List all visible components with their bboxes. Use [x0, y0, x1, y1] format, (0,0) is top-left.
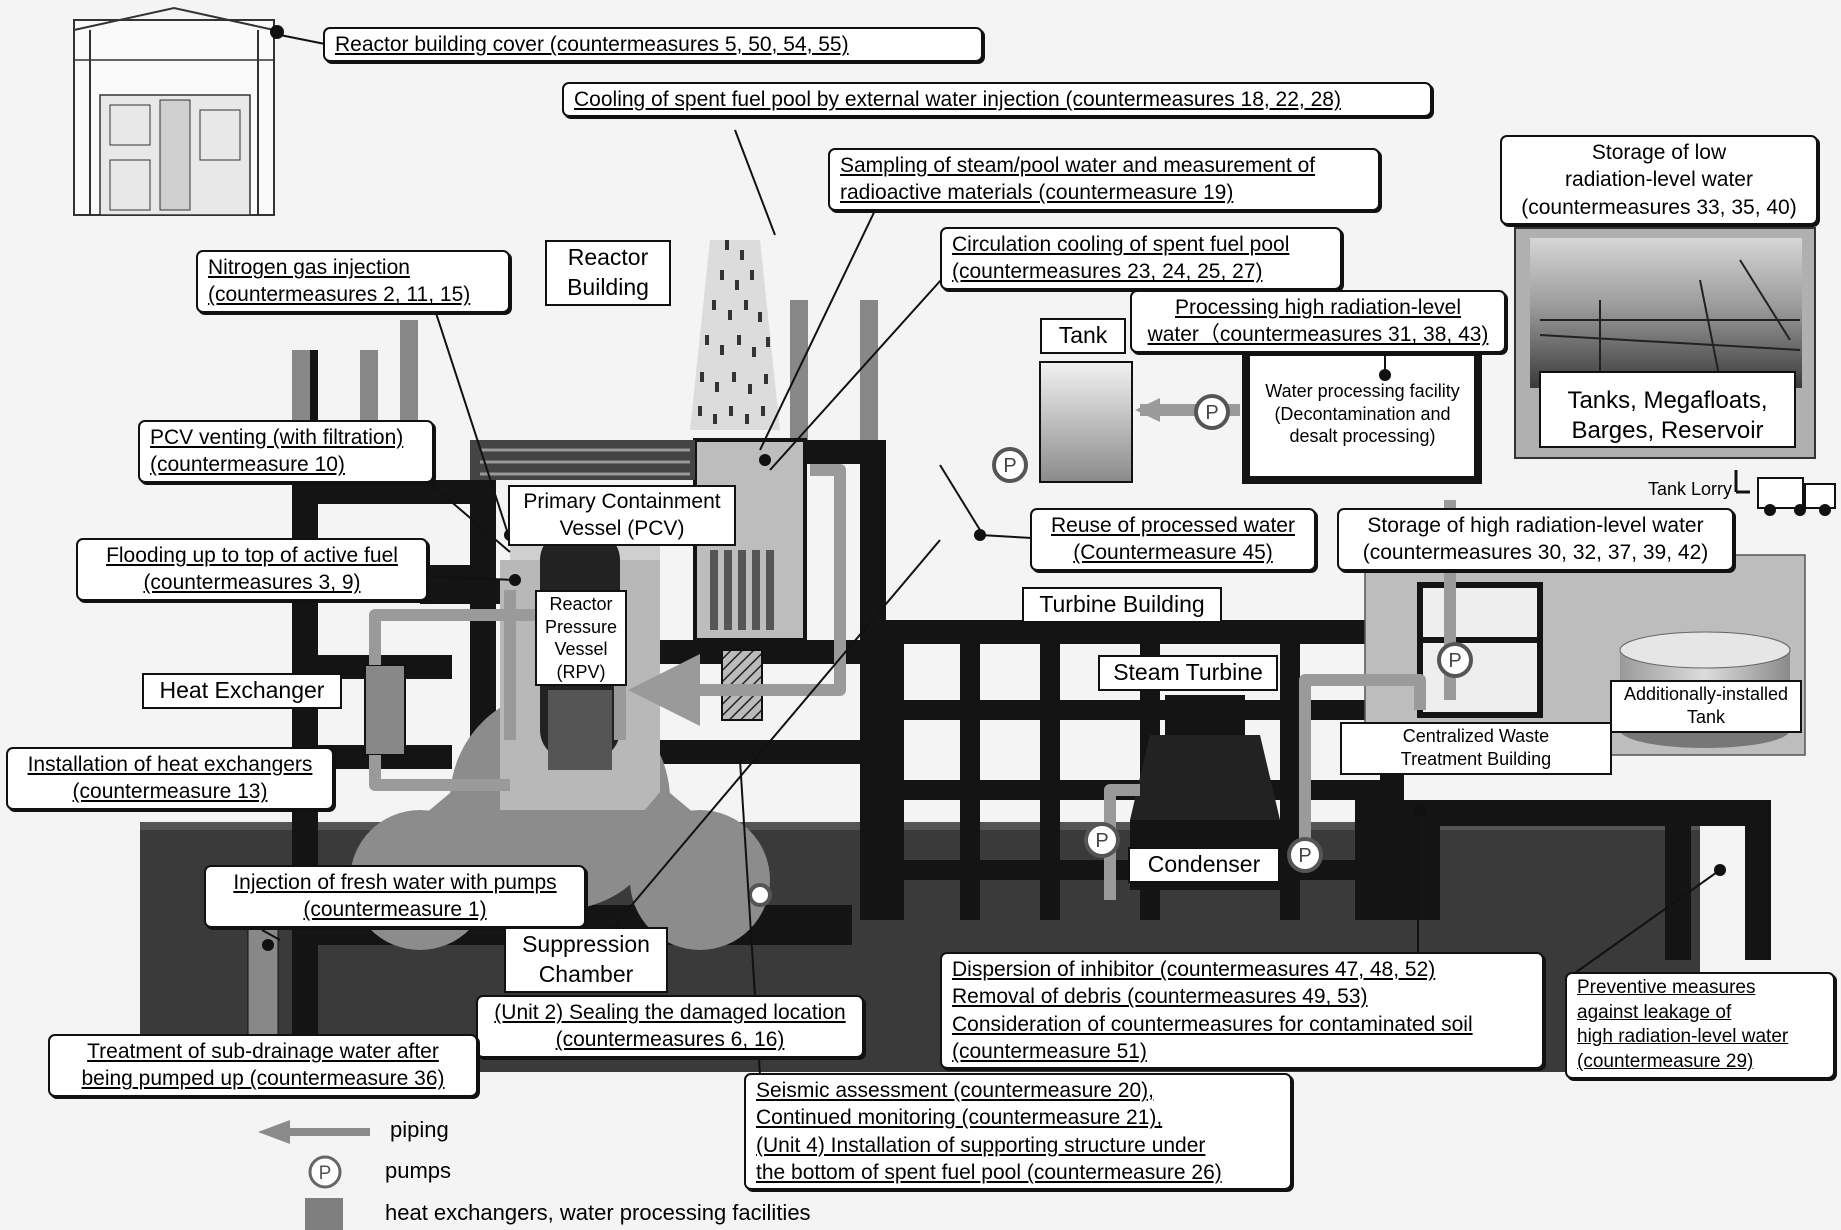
tank-vessel: [1039, 361, 1133, 483]
callout-reactor-building-cover: Reactor building cover (countermeasures …: [323, 27, 983, 63]
callout-text: being pumped up (countermeasure 36): [81, 1067, 445, 1091]
callout-text: Dispersion of inhibitor (countermeasures…: [952, 958, 1436, 981]
svg-text:P: P: [319, 1163, 332, 1184]
callout-text: (countermeasure 29): [1577, 1051, 1754, 1073]
callout-reuse-processed-water: Reuse of processed water (Countermeasure…: [1030, 508, 1316, 571]
water-spray: [690, 240, 780, 430]
callout-storage-high-radiation: Storage of high radiation-level water (c…: [1337, 508, 1734, 571]
callout-text: Continued monitoring (countermeasure 21)…: [756, 1106, 1163, 1130]
callout-text: Sampling of steam/pool water and measure…: [840, 154, 1316, 177]
reactor-building-cover-sketch: [73, 6, 284, 216]
callout-text: against leakage of: [1577, 1001, 1732, 1023]
label-tank-lorry: Tank Lorry: [1647, 479, 1732, 499]
callout-text: (Countermeasure 45): [1073, 541, 1273, 565]
label-additionally-installed-tank: Additionally-installed Tank: [1610, 680, 1802, 733]
callout-text: Nitrogen gas injection: [208, 256, 410, 279]
label-tank: Tank: [1040, 318, 1126, 354]
legend-heat-exchangers-label: heat exchangers, water processing facili…: [385, 1200, 811, 1225]
callout-dispersion-inhibitor: Dispersion of inhibitor (countermeasures…: [940, 952, 1544, 1070]
callout-text: Flooding up to top of active fuel: [106, 544, 398, 567]
callout-treatment-subdrainage: Treatment of sub-drainage water after be…: [48, 1034, 478, 1097]
legend-piping-label: piping: [390, 1117, 449, 1142]
leader-lines: [261, 34, 1721, 1076]
callout-text: Injection of fresh water with pumps: [233, 871, 557, 894]
callout-text: (countermeasure 51): [952, 1039, 1147, 1063]
label-primary-containment-vessel: Primary Containment Vessel (PCV): [508, 485, 736, 546]
callout-sampling-steam: Sampling of steam/pool water and measure…: [828, 148, 1380, 211]
callout-text: Seismic assessment (countermeasure 20),: [756, 1079, 1154, 1102]
callout-text: PCV venting (with filtration): [150, 426, 404, 449]
svg-text:P: P: [1298, 845, 1311, 867]
callout-text: (countermeasures 33, 35, 40): [1521, 195, 1797, 219]
callout-text: (Unit 2) Sealing the damaged location: [494, 1001, 846, 1024]
callout-text: (countermeasures 23, 24, 25, 27): [952, 260, 1263, 284]
callout-flooding: Flooding up to top of active fuel (count…: [76, 538, 428, 601]
callout-text: Treatment of sub-drainage water after: [87, 1040, 439, 1063]
piping-arrow: [1135, 398, 1160, 422]
leader-dots: [262, 39, 1726, 951]
callout-text: radioactive materials (countermeasure 19…: [840, 181, 1234, 205]
callout-text: water（countermeasures 31, 38, 43): [1147, 323, 1489, 347]
callout-text: Storage of low: [1591, 141, 1727, 164]
label-tanks-megafloats: Tanks, Megafloats, Barges, Reservoir: [1567, 387, 1768, 444]
callout-text: Installation of heat exchangers: [27, 753, 313, 776]
callout-text: Consideration of countermeasures for con…: [952, 1012, 1473, 1036]
callout-text: Storage of high radiation-level water: [1367, 514, 1704, 537]
callout-injection-fresh-water: Injection of fresh water with pumps (cou…: [204, 865, 586, 928]
sub-drainage-well: [247, 919, 279, 1051]
callout-text: (countermeasure 13): [72, 780, 268, 804]
callout-text: Reuse of processed water: [1051, 514, 1295, 537]
storage-photo: [1514, 227, 1816, 459]
callout-text: Circulation cooling of spent fuel pool: [952, 233, 1290, 256]
callout-text: Removal of debris (countermeasures 49, 5…: [952, 985, 1368, 1009]
callout-processing-high-radiation: Processing high radiation-level water（co…: [1130, 290, 1506, 353]
callout-text: Cooling of spent fuel pool by external w…: [574, 88, 1341, 111]
callout-text: the bottom of spent fuel pool (counterme…: [756, 1160, 1222, 1184]
callout-circulation-cooling: Circulation cooling of spent fuel pool (…: [940, 227, 1342, 290]
callout-installation-heat-exchangers: Installation of heat exchangers (counter…: [6, 747, 334, 810]
callout-preventive-measures: Preventive measures against leakage of h…: [1565, 972, 1835, 1079]
svg-text:P: P: [1003, 455, 1016, 477]
callout-storage-low-radiation: Storage of low radiation-level water (co…: [1500, 135, 1818, 225]
label-condenser: Condenser: [1128, 847, 1280, 883]
label-heat-exchanger: Heat Exchanger: [142, 673, 342, 709]
callout-text: Processing high radiation-level: [1175, 296, 1461, 319]
callout-text: (countermeasures 2, 11, 15): [208, 283, 471, 307]
label-centralized-waste: Centralized Waste Treatment Building: [1340, 722, 1612, 775]
heat-exchanger-unit: [364, 664, 406, 756]
pumps: [748, 394, 1473, 907]
callout-text: (countermeasures 6, 16): [555, 1028, 785, 1052]
callout-text: Preventive measures: [1577, 977, 1756, 998]
tank-lorry-icon: [1734, 470, 1836, 516]
callout-text: (countermeasures 3, 9): [143, 571, 361, 595]
legend-pumps-label: pumps: [385, 1158, 452, 1183]
gray-columns: [292, 300, 878, 440]
callout-text: high radiation-level water: [1577, 1026, 1789, 1048]
callout-text: radiation-level water: [1565, 168, 1753, 192]
label-turbine-building: Turbine Building: [1022, 587, 1222, 623]
callout-text: (countermeasure 1): [303, 898, 487, 922]
fuel-racks: [710, 550, 774, 630]
callout-unit2-sealing: (Unit 2) Sealing the damaged location (c…: [476, 995, 864, 1058]
callout-text: Reactor building cover (countermeasures …: [335, 33, 849, 56]
label-reactor-pressure-vessel: Reactor Pressure Vessel (RPV): [535, 590, 627, 686]
callout-text: (countermeasure 10): [150, 453, 345, 477]
right-basement: [1360, 800, 1771, 960]
svg-text:P: P: [1448, 650, 1461, 672]
callout-cooling-spent-fuel-pool: Cooling of spent fuel pool by external w…: [562, 82, 1432, 118]
callout-seismic-assessment: Seismic assessment (countermeasure 20), …: [744, 1073, 1292, 1191]
callout-text: (countermeasures 30, 32, 37, 39, 42): [1362, 541, 1709, 565]
callout-nitrogen-gas-injection: Nitrogen gas injection (countermeasures …: [196, 250, 510, 313]
pump-letters: P P P P P: [1003, 402, 1461, 867]
legend-icons: P: [258, 1120, 370, 1230]
label-suppression-chamber: Suppression Chamber: [504, 927, 668, 993]
label-reactor-building: Reactor Building: [545, 240, 671, 306]
svg-text:P: P: [1095, 830, 1108, 852]
svg-text:P: P: [1205, 402, 1218, 424]
label-steam-turbine: Steam Turbine: [1098, 655, 1278, 691]
callout-text: (Unit 4) Installation of supporting stru…: [756, 1133, 1206, 1157]
callout-pcv-venting: PCV venting (with filtration) (counterme…: [138, 420, 434, 483]
label-water-processing-facility: Water processing facility (Decontaminati…: [1265, 381, 1460, 446]
